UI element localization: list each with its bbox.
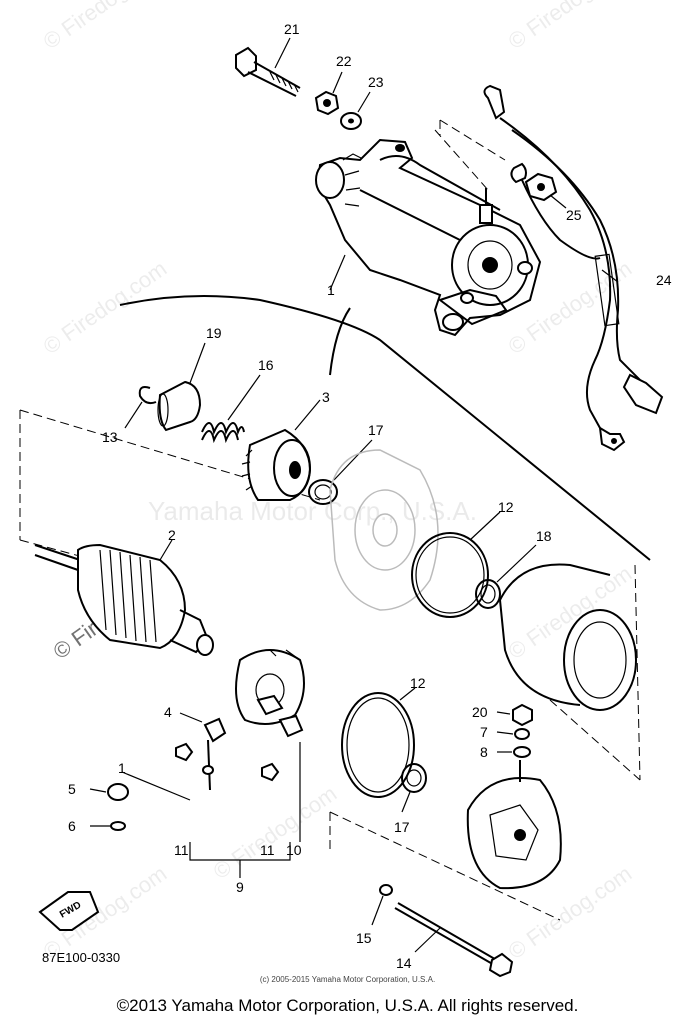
callout-10: 10	[286, 842, 302, 858]
callout-2: 2	[168, 527, 176, 543]
yoke-housing	[499, 563, 637, 711]
brush-plate	[235, 649, 305, 738]
callout-18: 18	[536, 528, 552, 544]
callout-17-lower: 17	[394, 819, 410, 835]
copyright-notice: ©2013 Yamaha Motor Corporation, U.S.A. A…	[116, 996, 579, 1015]
callout-8: 8	[480, 744, 488, 760]
part-4-brush	[179, 712, 227, 743]
rear-cover	[466, 760, 562, 890]
part-11-screws	[175, 739, 280, 791]
callout-1-lower: 1	[118, 760, 126, 776]
callout-3: 3	[322, 389, 330, 405]
part-5-bolt-head	[89, 783, 129, 801]
callout-labels: 21 22 23 25 24 1 19 16 3 13 17 12 18 2 2…	[68, 21, 672, 971]
callout-22: 22	[336, 53, 352, 69]
motor-leader-lines	[434, 119, 506, 191]
lower-dash-lines	[329, 811, 561, 921]
callout-5: 5	[68, 781, 76, 797]
callout-20: 20	[472, 704, 488, 720]
callout-4: 4	[164, 704, 172, 720]
part-1-starter-motor	[315, 138, 542, 337]
watermark: © Firedog.com	[504, 561, 637, 664]
part-14-through-bolt	[394, 902, 514, 978]
callout-7: 7	[480, 724, 488, 740]
part-21-bolt	[235, 37, 301, 97]
part-20-nut	[496, 703, 533, 727]
part-13-circlip	[124, 386, 157, 429]
part-7-washer	[496, 728, 530, 740]
callout-11-right: 11	[260, 842, 275, 858]
diagram-part-number: 87E100-0330	[42, 950, 121, 965]
callout-24: 24	[656, 272, 672, 288]
part-19-sleeve	[157, 342, 206, 432]
callout-17-upper: 17	[368, 422, 384, 438]
part-6-washer	[90, 821, 126, 831]
watermark: © Firedog.com	[39, 256, 172, 359]
part-15-washer	[371, 884, 393, 926]
callout-15: 15	[356, 930, 372, 946]
callout-25: 25	[566, 207, 582, 223]
callout-23: 23	[368, 74, 384, 90]
part-22-nut	[314, 71, 343, 116]
front-cover-ghost	[329, 449, 439, 611]
part-23-washer	[340, 91, 371, 130]
callout-1-upper: 1	[327, 282, 335, 298]
callout-19: 19	[206, 325, 222, 341]
part-8-washer	[497, 746, 531, 758]
callout-21: 21	[284, 21, 300, 37]
callout-14: 14	[396, 955, 412, 971]
part-24-lead-wire	[483, 84, 664, 452]
callout-12-lower: 12	[410, 675, 426, 691]
callout-11-left: 11	[174, 842, 189, 858]
part-17-oring-lower	[401, 763, 427, 813]
fwd-arrow-icon: FWD	[38, 891, 100, 931]
part-18-oring	[475, 544, 537, 609]
watermark: © Firedog.com	[209, 781, 342, 884]
callout-12-upper: 12	[498, 499, 514, 515]
part-12-oring-upper	[411, 511, 501, 618]
part-12-oring-lower	[341, 687, 416, 798]
part-2-armature	[34, 539, 214, 656]
part-25-nut	[524, 172, 567, 209]
callout-16: 16	[258, 357, 274, 373]
watermark: © Firedog.com	[504, 0, 637, 54]
part-16-spring	[201, 374, 261, 444]
watermark: © Firedog.com	[39, 0, 172, 54]
part-17-oring-upper	[308, 439, 373, 505]
callout-6: 6	[68, 818, 76, 834]
bracket-9-10-11	[121, 742, 301, 878]
callout-9: 9	[236, 879, 244, 895]
small-copyright: (c) 2005-2015 Yamaha Motor Corporation, …	[259, 975, 436, 984]
callout-13: 13	[102, 429, 118, 445]
explode-bracket-lines	[19, 295, 651, 781]
part-3-pinion-clutch	[241, 399, 321, 501]
